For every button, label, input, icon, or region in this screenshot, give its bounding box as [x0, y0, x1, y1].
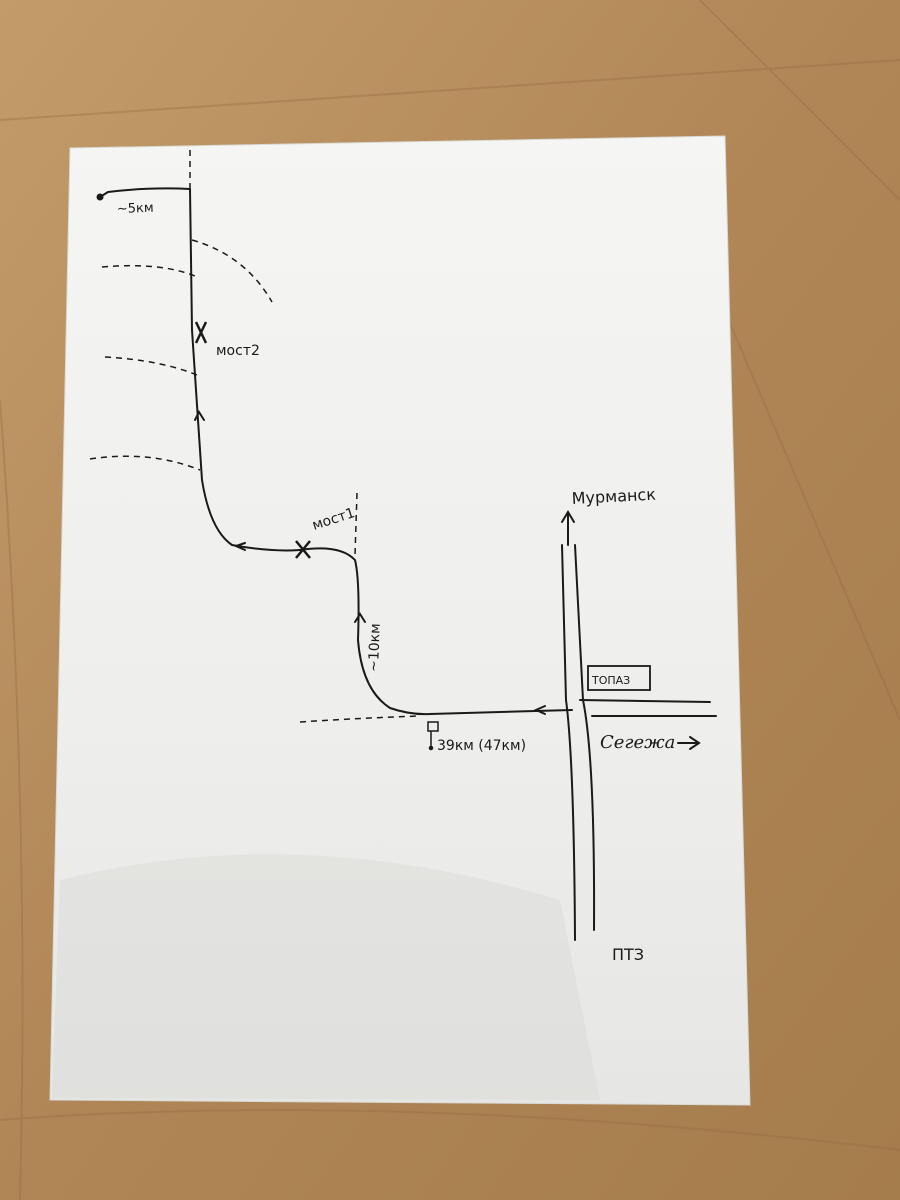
route-segment-bridge1 — [299, 547, 431, 716]
route-segment-vertical — [189, 188, 301, 552]
bridge-2-label: мост2 — [216, 343, 260, 359]
waypoint-label: 39км (47км) — [437, 738, 526, 754]
topaz-label: ТОПАЗ — [591, 674, 630, 687]
route-arrow-4 — [533, 705, 546, 715]
ptz-label: ПТЗ — [612, 945, 644, 964]
paper-shadow — [52, 854, 600, 1100]
murmansk-label: Мурманск — [571, 485, 656, 508]
start-dot-icon — [96, 193, 104, 201]
route-arrow-3 — [354, 612, 366, 623]
highway-arrow-up — [561, 510, 575, 546]
topaz-box — [587, 665, 651, 691]
bridge-2-x-mark-icon — [194, 321, 208, 344]
segezha-road-top — [579, 699, 711, 703]
route-segment-top — [99, 187, 191, 198]
waypoint-signpost-icon — [427, 721, 439, 751]
segezha-arrow — [677, 736, 701, 750]
highway-right — [574, 544, 596, 931]
distance-top-label: ~5км — [117, 201, 154, 217]
segezha-label: Сегежа — [600, 732, 675, 753]
distance-mid-label: ~10км — [366, 623, 384, 672]
bridge-1-x-mark-icon — [295, 540, 311, 559]
route-segment-east — [429, 709, 573, 715]
route-arrow-2 — [233, 542, 246, 551]
route-arrow-1 — [194, 409, 205, 421]
dashed-roads — [89, 150, 421, 723]
highway-left — [561, 544, 576, 941]
route-lines — [99, 187, 717, 941]
